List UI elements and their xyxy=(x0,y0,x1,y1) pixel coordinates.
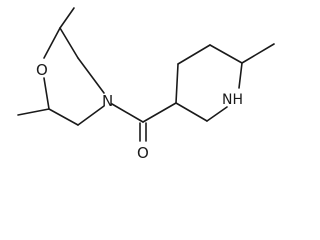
bond xyxy=(175,63,179,104)
morpholine-oxygen-label: O xyxy=(36,61,48,79)
methyl-bond xyxy=(59,7,75,29)
bond xyxy=(142,102,177,123)
methyl-bond xyxy=(241,43,275,64)
molecule-diagram: O N NH O xyxy=(17,7,275,162)
piperidine-nh-label: NH xyxy=(222,92,243,108)
bond xyxy=(43,27,61,59)
bond xyxy=(77,57,105,94)
bond xyxy=(43,77,50,110)
amide-linkage xyxy=(111,102,177,142)
bond xyxy=(206,106,228,122)
morpholine-ring xyxy=(43,27,105,126)
morpholine-methyl-groups xyxy=(17,7,75,116)
bond xyxy=(59,27,79,59)
bond xyxy=(175,102,208,122)
methyl-bond xyxy=(17,108,50,116)
bond xyxy=(177,44,211,65)
carbonyl-oxygen-label: O xyxy=(137,144,149,162)
bond xyxy=(77,105,105,126)
piperidine-ring xyxy=(175,44,243,122)
bond xyxy=(48,108,79,126)
bond xyxy=(209,44,243,64)
bond xyxy=(111,103,144,123)
morpholine-nitrogen-label: N xyxy=(102,92,113,110)
bond xyxy=(238,62,243,89)
